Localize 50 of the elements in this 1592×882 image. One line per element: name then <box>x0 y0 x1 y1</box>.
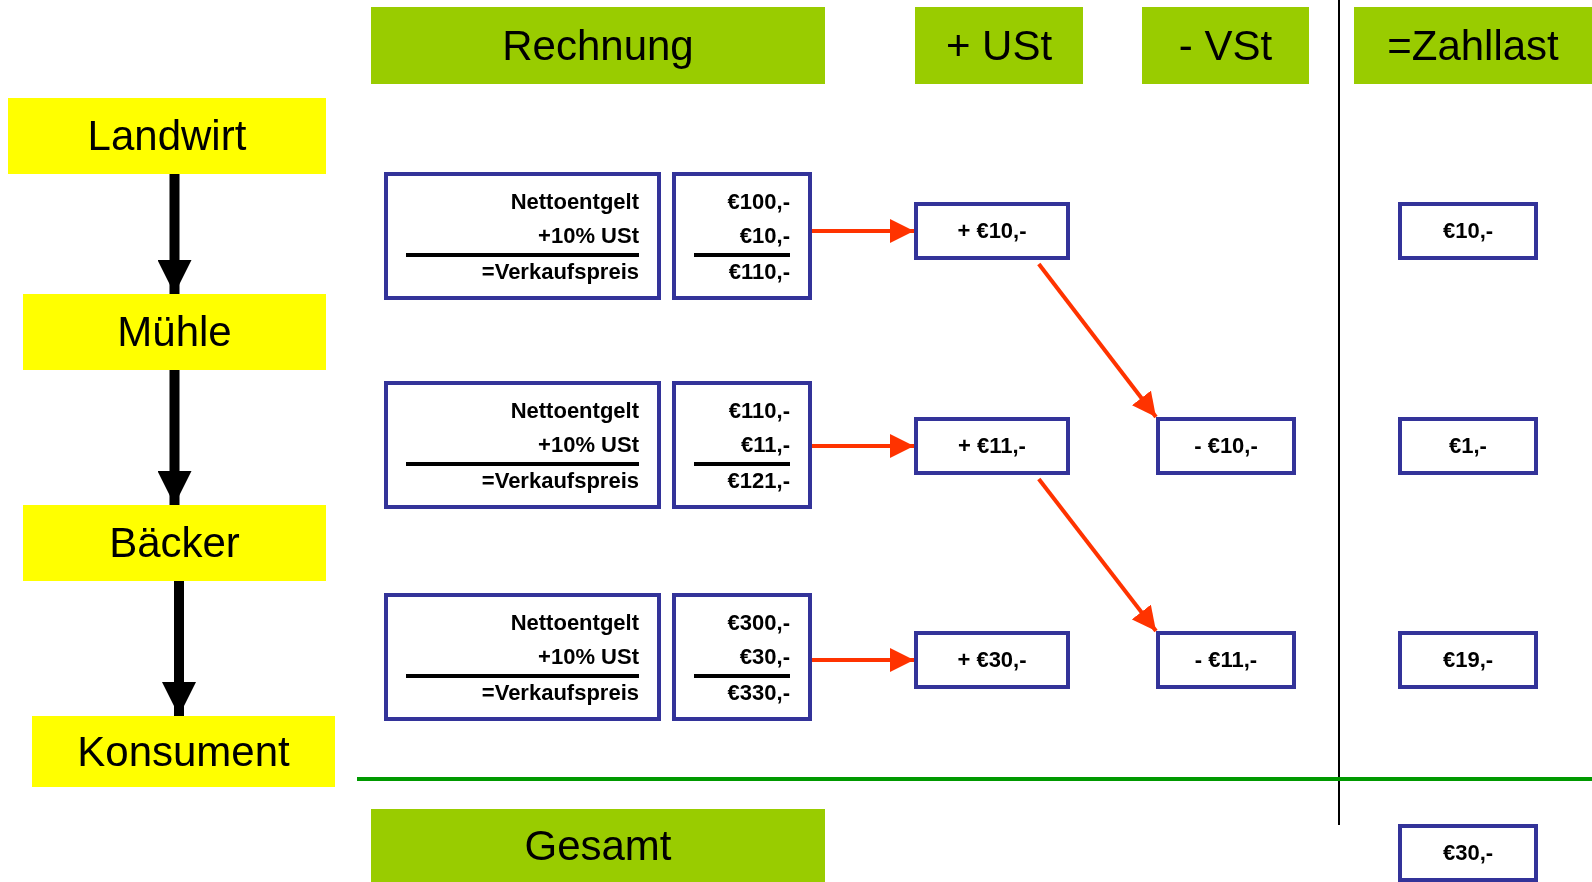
stage-label: Konsument <box>32 716 335 787</box>
invoice-box <box>672 172 812 300</box>
arrow <box>1037 477 1158 633</box>
amount-box: + €30,- <box>914 631 1070 689</box>
stage-label: Bäcker <box>23 505 326 581</box>
column-header: Rechnung <box>371 7 825 84</box>
line-text: +10% USt <box>537 222 639 250</box>
amount-box: €10,- <box>1398 202 1538 260</box>
line-text: +10% USt <box>537 431 639 459</box>
line-text: Nettoentgelt <box>509 188 639 216</box>
total-text: €110,- <box>694 253 790 287</box>
amount-box: - €11,- <box>1156 631 1296 689</box>
line-text: €11,- <box>740 431 790 459</box>
amount-box: €19,- <box>1398 631 1538 689</box>
total-text: =Verkaufspreis <box>406 253 639 287</box>
invoice-box <box>672 593 812 721</box>
line-text: Nettoentgelt <box>509 397 639 425</box>
line-text: €100,- <box>726 188 790 216</box>
amount-box: - €10,- <box>1156 417 1296 475</box>
amount-box: €30,- <box>1398 824 1538 882</box>
line-text: €300,- <box>726 609 790 637</box>
stage-label: Landwirt <box>8 98 326 174</box>
column-header: Gesamt <box>371 809 825 882</box>
arrow <box>157 174 192 294</box>
invoice-box <box>384 172 661 300</box>
arrow <box>1037 262 1158 419</box>
invoice-box <box>384 593 661 721</box>
amount-box: + €10,- <box>914 202 1070 260</box>
amount-box: + €11,- <box>914 417 1070 475</box>
line-text: +10% USt <box>537 643 639 671</box>
column-header: - VSt <box>1142 7 1309 84</box>
total-text: €330,- <box>694 674 790 708</box>
amount-box: €1,- <box>1398 417 1538 475</box>
line-text: €10,- <box>738 222 790 250</box>
arrow <box>157 370 192 505</box>
invoice-box <box>672 381 812 509</box>
total-text: =Verkaufspreis <box>406 462 639 496</box>
line-text: €30,- <box>738 643 790 671</box>
total-text: =Verkaufspreis <box>406 674 639 708</box>
arrow <box>812 434 914 458</box>
line-text: €110,- <box>727 397 790 425</box>
arrow <box>162 581 196 716</box>
column-header: =Zahllast <box>1354 7 1592 84</box>
invoice-box <box>384 381 661 509</box>
stage-label: Mühle <box>23 294 326 370</box>
total-text: €121,- <box>694 462 790 496</box>
column-header: + USt <box>915 7 1083 84</box>
arrow <box>812 648 914 672</box>
line-text: Nettoentgelt <box>509 609 639 637</box>
arrow <box>812 219 914 243</box>
